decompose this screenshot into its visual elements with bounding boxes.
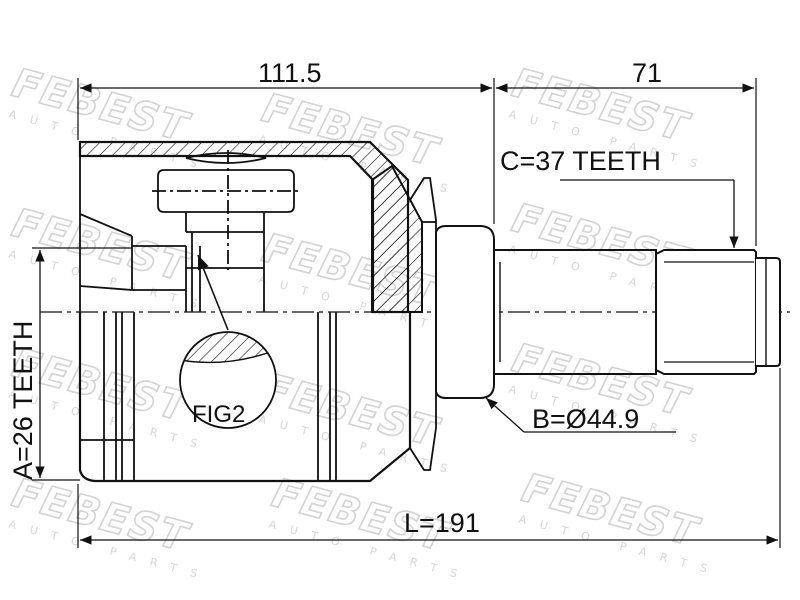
spline-section [655,249,781,375]
callout-diameter-b: B=Ø44.9 [485,397,676,434]
fig2-label: FIG2 [192,401,245,428]
housing-section-wall [371,164,423,313]
shaft-collar [435,225,495,399]
callout-teeth-c-label: C=37 TEETH [500,146,661,176]
dimension-width-right: 71 [496,58,754,93]
dim-width-left-label: 111.5 [258,58,322,88]
watermark: FEBEST AUTO PARTS [7,469,212,584]
dimension-teeth-a: A=26 TEETH [8,250,45,480]
tripod-roller [152,150,300,270]
callout-diameter-b-label: B=Ø44.9 [532,404,639,434]
watermark: FEBEST AUTO PARTS [517,464,722,579]
dimension-width-left: 111.5 [80,58,492,93]
watermark-group: FEBEST AUTO PARTS FEBEST AUTO PARTS FEBE… [7,59,722,584]
dimension-total-length: L=191 [80,508,778,545]
callout-teeth-c: C=37 TEETH [500,146,739,248]
extension-lines [32,78,781,548]
dim-width-right-label: 71 [632,58,662,88]
housing-outline [78,312,412,483]
fig2-detail: FIG2 [179,254,277,429]
dim-total-length-label: L=191 [404,508,480,538]
dim-teeth-a-label: A=26 TEETH [8,321,38,480]
housing-grooves [80,312,337,481]
